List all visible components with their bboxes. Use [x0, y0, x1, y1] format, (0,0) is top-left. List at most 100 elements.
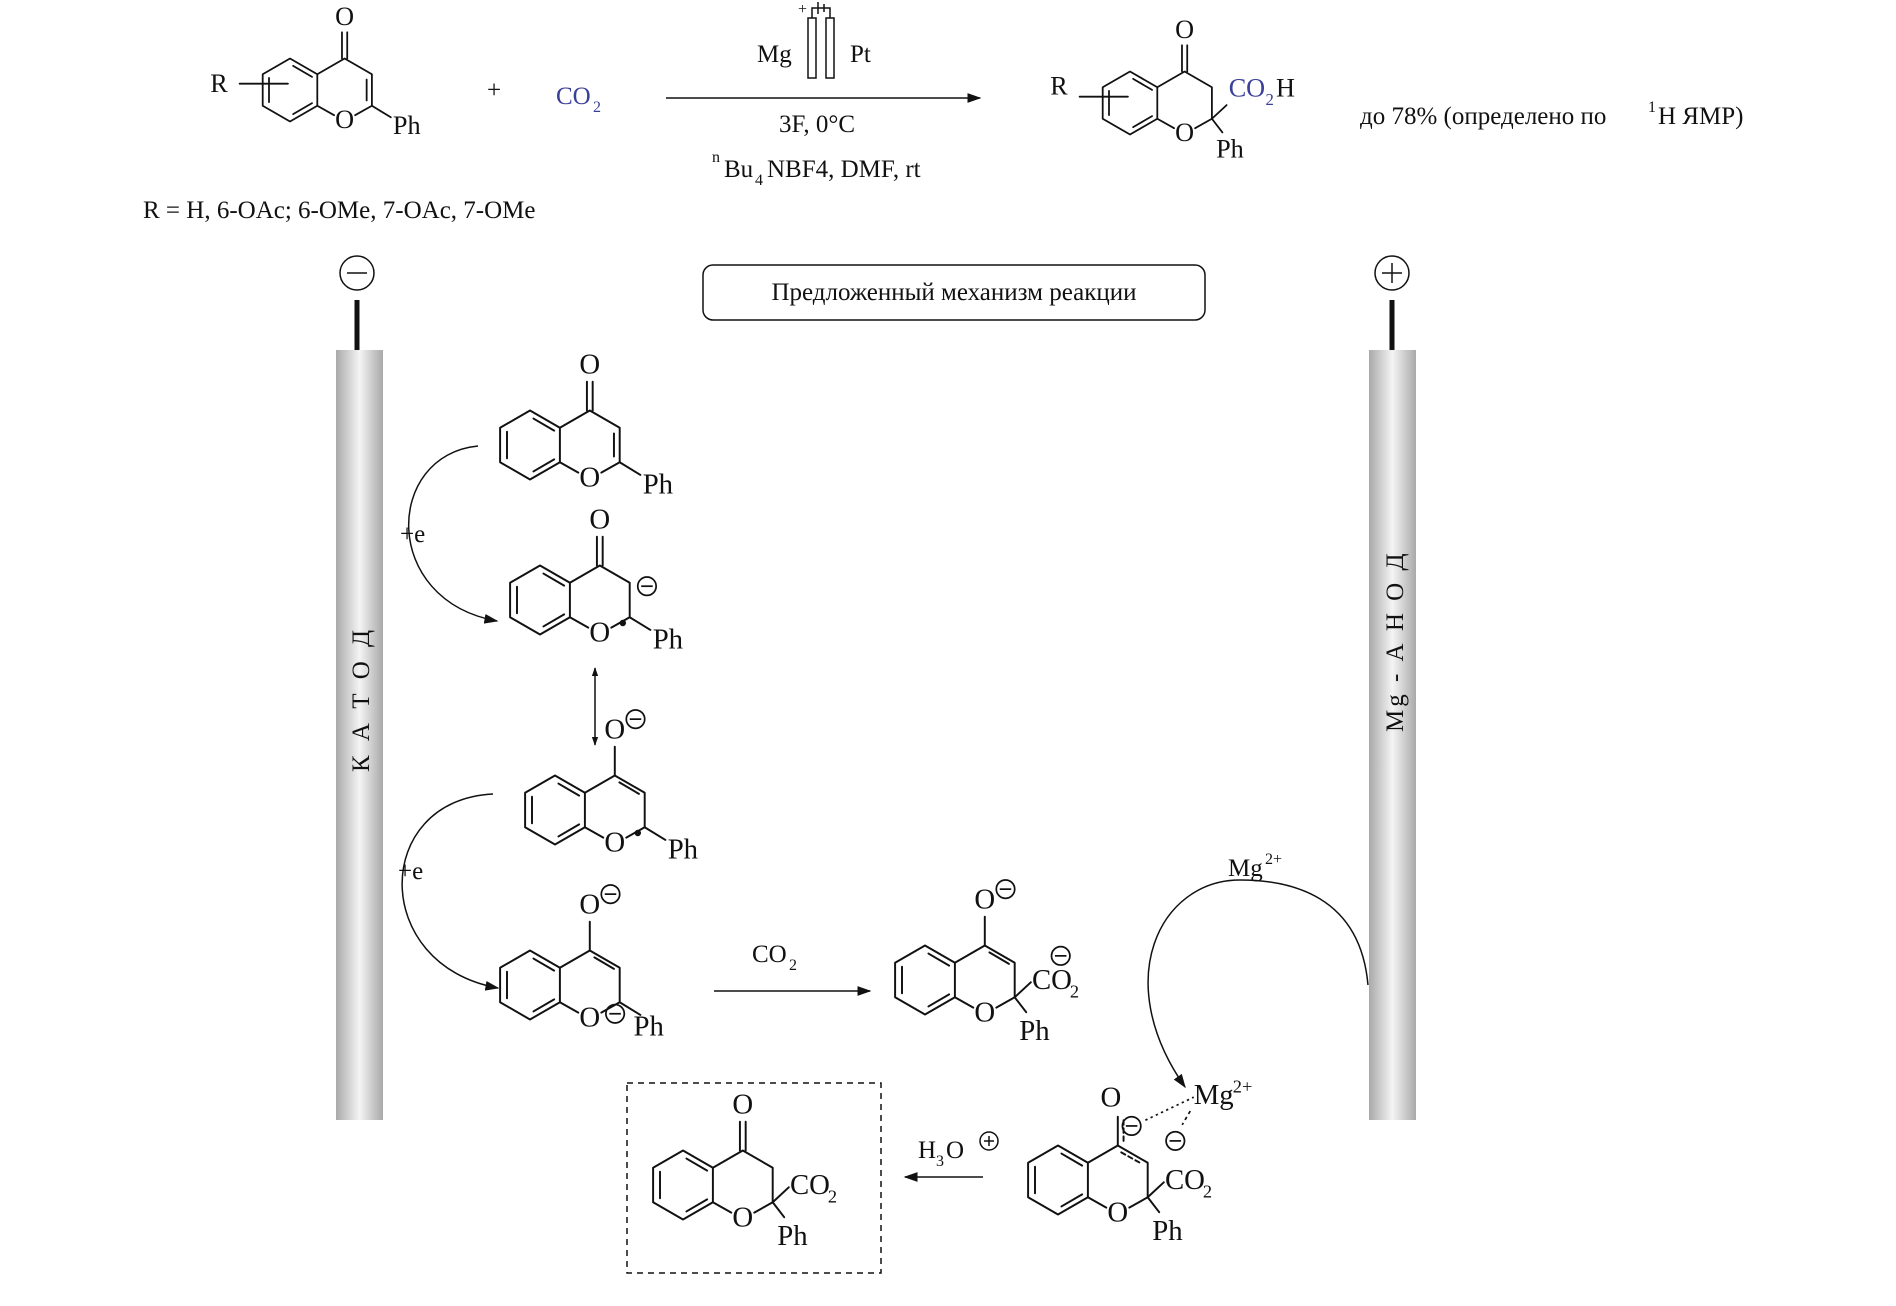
conditions-line-2: n Bu 4 NBF4, DMF, rt: [712, 149, 921, 189]
mechanism-title: Предложенный механизм реакции: [771, 279, 1136, 306]
acid-o: O: [946, 1137, 964, 1164]
radical-anion-enolate: O O Ph: [524, 709, 698, 865]
minus-charge-icon: [1121, 1115, 1142, 1137]
phenyl-label: Ph: [1216, 135, 1244, 164]
magnesium-label: Mg: [1194, 1079, 1234, 1111]
flavone-reactant: O O Ph R: [210, 2, 420, 140]
co2-addition-step: CO 2: [714, 941, 872, 996]
atom-o: O: [1175, 15, 1194, 44]
carboxylate-label: CO: [790, 1169, 830, 1201]
chromanone-carboxylate: O O Ph CO 2: [652, 1089, 837, 1252]
r-substituent: R: [210, 69, 228, 98]
electrolyte-label: NBF4, DMF, rt: [767, 156, 921, 183]
electron-curved-arrow: [401, 793, 500, 991]
atom-o: O: [974, 884, 995, 916]
acid-workup-step: H 3 O: [903, 1131, 999, 1182]
yield-superscript: 1: [1648, 99, 1656, 116]
final-product-box: [626, 1082, 882, 1274]
radical-dot: [634, 829, 642, 837]
minus-charge-icon: [995, 879, 1016, 900]
atom-o: O: [1107, 1196, 1128, 1228]
carboxylate-sub: 2: [1203, 1181, 1212, 1201]
minus-charge-icon: [1165, 1130, 1186, 1151]
minus-charge-icon: [1050, 945, 1071, 966]
cell-plus: +: [798, 1, 807, 18]
phenyl-label: Ph: [634, 1011, 664, 1043]
carboxylate-label: CO: [1032, 964, 1072, 996]
phenyl-label: Ph: [643, 468, 673, 500]
plus-charge-icon: [979, 1131, 999, 1151]
atom-o: O: [579, 1001, 600, 1033]
minus-charge-icon: [636, 576, 658, 597]
acid-sub: 3: [936, 1153, 944, 1170]
yield-text-end: H ЯМР): [1658, 103, 1743, 130]
superscript-n: n: [712, 149, 720, 166]
co2-label: CO: [556, 83, 591, 110]
atom-o: O: [1175, 118, 1194, 147]
phenyl-label: Ph: [777, 1220, 807, 1252]
flavone-start: O O Ph: [499, 349, 673, 500]
plus-sign: +: [487, 77, 501, 104]
phenyl-label: Ph: [653, 623, 683, 655]
yield-text: до 78% (определено по: [1360, 103, 1606, 130]
dianion: O O Ph: [499, 884, 664, 1043]
atom-o: O: [335, 105, 354, 134]
final-product: O O Ph CO 2: [626, 1082, 882, 1274]
yield-note: до 78% (определено по 1 H ЯМР): [1360, 99, 1743, 130]
electron-label: +e: [400, 521, 425, 548]
substituent-scope: R = H, 6-OAc; 6-OMe, 7-OAc, 7-OMe: [143, 197, 536, 224]
conditions-line-1: 3F, 0°C: [779, 111, 855, 138]
co2-reagent-sub: 2: [789, 957, 797, 974]
atom-o: O: [579, 461, 600, 493]
subscript-4: 4: [755, 172, 763, 189]
mg-chelate: O O Ph CO 2 Mg 2+: [1027, 1077, 1253, 1247]
co2-subscript: 2: [593, 99, 601, 116]
co2-reagent: CO: [752, 941, 787, 968]
atom-o: O: [974, 996, 995, 1028]
r-substituent: R: [1050, 72, 1068, 101]
co2h-subscript: 2: [1265, 90, 1273, 109]
magnesium-charge: 2+: [1233, 1077, 1253, 1097]
mg-ion-label: Mg: [1228, 855, 1263, 882]
phenyl-label: Ph: [668, 833, 698, 865]
electron-transfer-2: +e: [398, 793, 500, 991]
anode-electrode: Mg - А Н О Д: [1369, 255, 1416, 1120]
mg-ion-curved-arrow: [1147, 879, 1369, 1089]
co2h-label: CO: [1229, 74, 1265, 103]
carboxylate-sub: 2: [828, 1186, 837, 1206]
atom-o: O: [335, 2, 354, 31]
mechanism-title-box: Предложенный механизм реакции: [702, 264, 1206, 321]
co2-reagent-top: CO 2: [556, 83, 601, 116]
plus-terminal-icon: [1374, 255, 1410, 291]
atom-o: O: [732, 1201, 753, 1233]
atom-o: O: [604, 714, 625, 746]
atom-o: O: [589, 616, 610, 648]
cathode-label: К А Т О Д: [348, 626, 375, 772]
electron-transfer-1: +e: [400, 445, 499, 624]
cathode-electrode: К А Т О Д: [336, 255, 383, 1120]
atom-o: O: [579, 889, 600, 921]
atom-o: O: [1101, 1081, 1122, 1113]
atom-o: O: [579, 349, 600, 381]
atom-o: O: [604, 826, 625, 858]
radical-dot: [619, 619, 627, 627]
carboxylate-sub: 2: [1070, 981, 1079, 1001]
minus-charge-icon: [600, 884, 621, 905]
atom-o: O: [732, 1089, 753, 1121]
carboxylate-enolate: O O Ph CO 2: [894, 879, 1079, 1047]
phenyl-label: Ph: [1019, 1015, 1049, 1047]
cell-cathode-label: Pt: [850, 41, 871, 68]
electrolysis-cell-icon: + Mg Pt: [757, 1, 871, 79]
carboxylate-label: CO: [1165, 1164, 1205, 1196]
anode-label: Mg - А Н О Д: [1382, 550, 1409, 732]
minus-charge-icon: [605, 1003, 626, 1024]
bu-label: Bu: [724, 156, 754, 183]
co2h-hydrogen: H: [1276, 74, 1295, 103]
radical-anion-keto: O O Ph: [509, 504, 683, 655]
phenyl-label: Ph: [393, 111, 421, 140]
phenyl-label: Ph: [1152, 1215, 1182, 1247]
chromanone-acid-product: O O Ph R CO 2 H: [1050, 15, 1295, 164]
atom-o: O: [589, 504, 610, 536]
electron-label: +e: [398, 858, 423, 885]
